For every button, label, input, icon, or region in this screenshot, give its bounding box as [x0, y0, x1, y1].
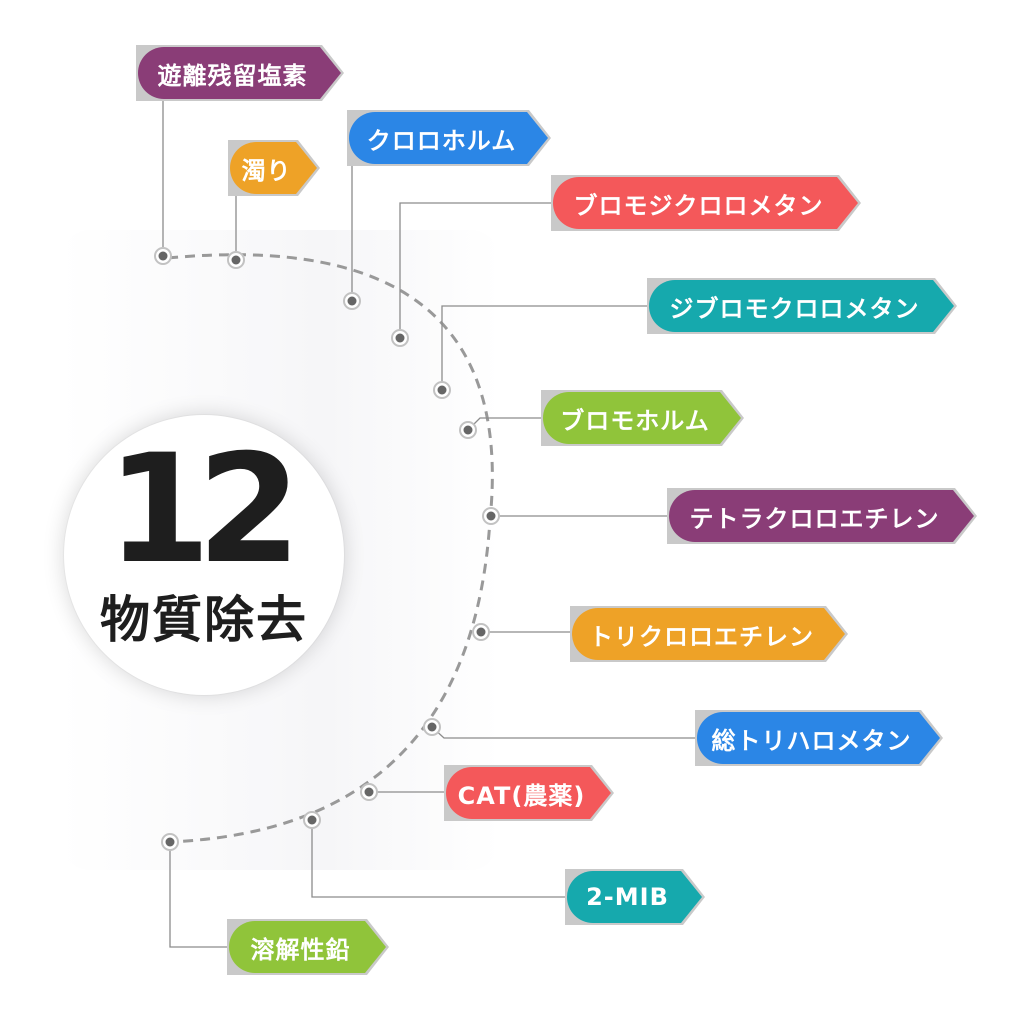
- connector-lines: [162, 98, 697, 948]
- tag-trichloroethylene: トリクロロエチレン: [570, 606, 848, 662]
- connector-node-core: [437, 385, 447, 395]
- connector-line: [467, 417, 543, 431]
- tag-label: クロロホルム: [366, 126, 517, 155]
- tag-bromodichloromethane: ブロモジクロロメタン: [551, 175, 861, 231]
- connector-line: [431, 726, 697, 739]
- tag-total-trihalomethanes: 総トリハロメタン: [695, 710, 943, 766]
- connector-node-core: [463, 425, 473, 435]
- tag-label: 遊離残留塩素: [157, 61, 308, 90]
- connector-line: [169, 842, 229, 948]
- tag-soluble-lead: 溶解性鉛: [227, 919, 389, 975]
- connector-node-core: [427, 722, 437, 732]
- connector-node-core: [158, 251, 168, 261]
- center-label: 物質除去: [100, 591, 308, 649]
- connector-node-core: [307, 815, 317, 825]
- connector-dots: [154, 247, 500, 851]
- connector-node-core: [395, 333, 405, 343]
- connector-line: [311, 820, 567, 898]
- connector-line: [399, 202, 553, 338]
- tag-label: ジブロモクロロメタン: [669, 294, 920, 323]
- tag-label: 溶解性鉛: [250, 935, 351, 964]
- tag-label: 2-MIB: [586, 883, 669, 911]
- tag-bromoform: ブロモホルム: [541, 390, 744, 446]
- tag-label: 総トリハロメタン: [711, 726, 912, 755]
- center-number: 12: [106, 423, 302, 597]
- tag-2-mib: 2-MIB: [565, 869, 705, 925]
- connector-line: [441, 305, 649, 390]
- tag-dibromochloromethane: ジブロモクロロメタン: [647, 278, 957, 334]
- tag-turbidity: 濁り: [228, 140, 320, 196]
- tag-label: ブロモホルム: [560, 406, 710, 435]
- center-badge: 12 物質除去: [64, 415, 344, 695]
- tag-label: テトラクロロエチレン: [689, 504, 940, 533]
- connector-node-core: [476, 627, 486, 637]
- tag-label: 濁り: [241, 156, 292, 185]
- tag-tetrachloroethylene: テトラクロロエチレン: [667, 488, 977, 544]
- tag-label: ブロモジクロロメタン: [573, 191, 824, 220]
- tag-free-residual-chlorine: 遊離残留塩素: [136, 45, 344, 101]
- connector-node-core: [165, 837, 175, 847]
- tag-chloroform: クロロホルム: [347, 110, 551, 166]
- connector-node-core: [486, 511, 496, 521]
- tag-cat-pesticide: CAT(農薬): [444, 765, 614, 821]
- connector-node-core: [347, 296, 357, 306]
- connector-node-core: [364, 787, 374, 797]
- tag-label: CAT(農薬): [457, 781, 586, 810]
- connector-node-core: [231, 255, 241, 265]
- tag-label: トリクロロエチレン: [589, 622, 814, 651]
